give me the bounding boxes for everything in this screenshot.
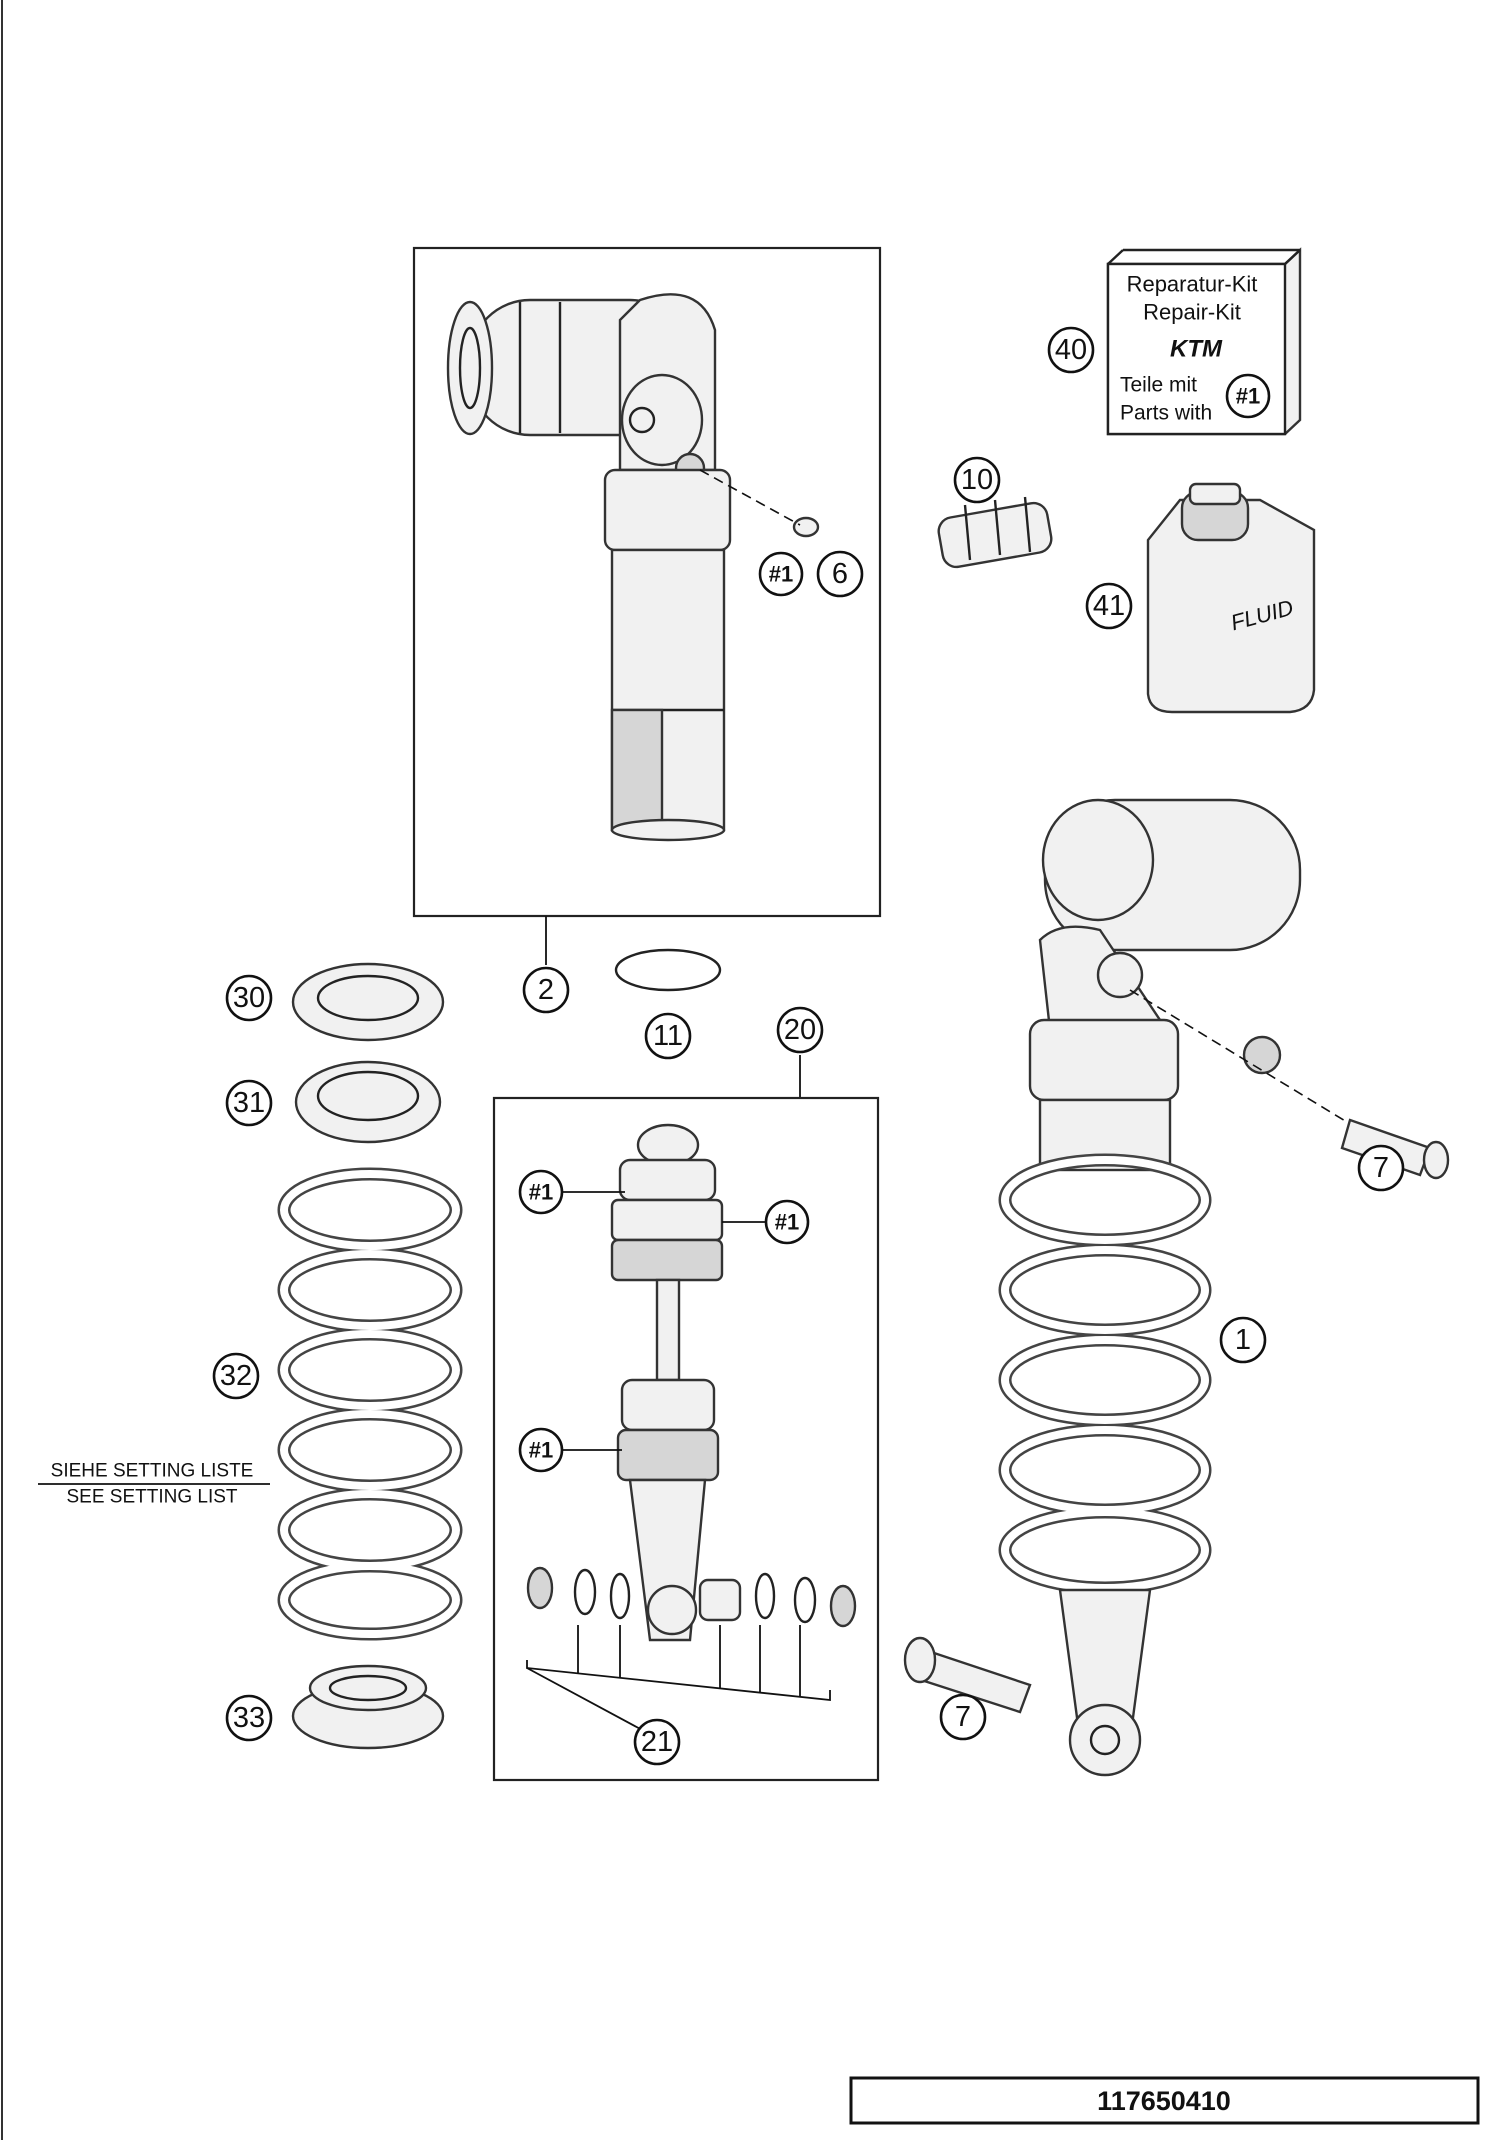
callout-1: 1 bbox=[1219, 1316, 1267, 1364]
callout-21: 21 bbox=[633, 1718, 681, 1766]
fluid-can: FLUID bbox=[1146, 482, 1316, 714]
damper-rod-drawing bbox=[526, 1123, 857, 1739]
svg-text:#1: #1 bbox=[769, 562, 793, 587]
callout-30: 30 bbox=[225, 974, 273, 1022]
svg-text:2: 2 bbox=[538, 974, 554, 1006]
repair-kit-line1: Reparatur-Kit bbox=[1127, 272, 1258, 297]
svg-text:#1: #1 bbox=[529, 1438, 553, 1463]
complete-shock-drawing bbox=[998, 798, 1450, 1777]
lower-bolt bbox=[903, 1636, 1032, 1714]
callout-33: 33 bbox=[225, 1694, 273, 1742]
svg-text:#1: #1 bbox=[775, 1210, 799, 1235]
svg-text:32: 32 bbox=[220, 1360, 252, 1392]
callout-41: 41 bbox=[1085, 582, 1133, 630]
repair-kit-line3: Teile mit bbox=[1120, 374, 1197, 397]
svg-text:20: 20 bbox=[784, 1014, 816, 1046]
callout-7-upper: 7 bbox=[1357, 1144, 1405, 1192]
svg-text:1: 1 bbox=[1235, 1324, 1251, 1356]
spring-retainer bbox=[291, 1664, 445, 1750]
svg-text:#1: #1 bbox=[529, 1180, 553, 1205]
adjuster-ring-30 bbox=[291, 962, 445, 1042]
callout-7-lower: 7 bbox=[939, 1693, 987, 1741]
callout-20: 20 bbox=[776, 1006, 824, 1054]
svg-text:31: 31 bbox=[233, 1087, 265, 1119]
drawing-number: 117650410 bbox=[1097, 2086, 1231, 2116]
callout-2: 2 bbox=[522, 966, 570, 1014]
kit-marker-piston-left: #1 bbox=[518, 1169, 625, 1215]
spring-note-line1: SIEHE SETTING LISTE bbox=[51, 1461, 254, 1482]
callout-6: 6 bbox=[816, 550, 864, 598]
callout-10: 10 bbox=[953, 456, 1001, 504]
shock-body-drawing bbox=[446, 293, 820, 842]
repair-kit-box: Reparatur-Kit Repair-Kit KTM Teile mit P… bbox=[1106, 247, 1302, 436]
spring-part bbox=[277, 1167, 463, 1641]
kit-marker-washer: #1 bbox=[758, 551, 804, 597]
callout-40: 40 bbox=[1047, 326, 1095, 374]
repair-kit-brand-logo: KTM bbox=[1170, 336, 1223, 363]
svg-text:7: 7 bbox=[1373, 1152, 1389, 1184]
repair-kit-line4: Parts with bbox=[1120, 402, 1212, 425]
svg-text:30: 30 bbox=[233, 982, 265, 1014]
kit-marker-seal-head: #1 bbox=[518, 1427, 622, 1473]
repair-kit-marker: #1 bbox=[1236, 384, 1260, 409]
callout-11: 11 bbox=[644, 1012, 692, 1060]
shock-body-box bbox=[412, 246, 882, 918]
kit-marker-piston-right: #1 bbox=[722, 1199, 810, 1245]
callout-32: 32 bbox=[212, 1352, 260, 1400]
svg-text:41: 41 bbox=[1093, 590, 1125, 622]
svg-text:21: 21 bbox=[641, 1726, 673, 1758]
spring-note-line2: SEE SETTING LIST bbox=[66, 1487, 237, 1508]
svg-text:7: 7 bbox=[955, 1701, 971, 1733]
valve-part bbox=[937, 496, 1053, 569]
svg-text:11: 11 bbox=[653, 1020, 683, 1052]
repair-kit-line2: Repair-Kit bbox=[1143, 300, 1241, 325]
svg-text:10: 10 bbox=[961, 464, 993, 496]
circlip-part bbox=[614, 948, 722, 992]
drawing-number-box bbox=[849, 2076, 1480, 2125]
svg-text:40: 40 bbox=[1055, 334, 1087, 366]
adjuster-ring-31 bbox=[294, 1060, 442, 1144]
svg-text:33: 33 bbox=[233, 1702, 265, 1734]
damper-rod-box bbox=[492, 1096, 880, 1782]
callout-31: 31 bbox=[225, 1079, 273, 1127]
svg-text:6: 6 bbox=[832, 558, 848, 590]
